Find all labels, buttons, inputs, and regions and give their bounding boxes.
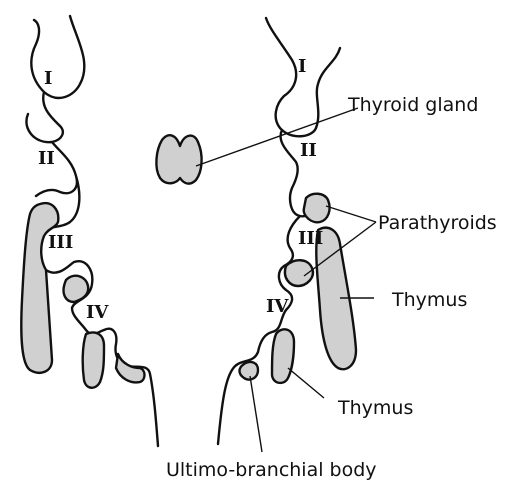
thymus-lower-label: Thymus <box>337 397 413 419</box>
left-pouch-i-label: I <box>44 68 52 89</box>
right-pouch-iv-thymus <box>272 329 294 383</box>
parathyroids-label: Parathyroids <box>378 212 497 234</box>
ultimobranchial-leader <box>250 376 262 452</box>
right-pouch-iv-label: IV <box>266 296 289 317</box>
right-pouch-i-label: I <box>298 56 306 77</box>
left-ultimobranchial <box>116 354 145 382</box>
right-pouch-iii-label: III <box>298 228 323 249</box>
thymus-lower-leader <box>288 368 324 398</box>
left-pouch-ii-label: II <box>38 148 55 169</box>
left-pouch-iv-thymus <box>83 333 104 388</box>
right-pouch-ii-label: II <box>300 140 317 161</box>
thyroid-gland-label: Thyroid gland <box>347 94 478 116</box>
right-pouch-iii-parathyroid <box>304 194 330 223</box>
thymus-upper-label: Thymus <box>391 289 467 311</box>
thyroid-gland-shape <box>156 135 201 183</box>
left-pouch-iii-thymus <box>21 203 58 373</box>
left-pouch-iii-label: III <box>48 232 73 253</box>
left-pharyngeal-wall <box>21 16 158 446</box>
right-ultimobranchial <box>240 362 259 380</box>
parathyroid-leader-upper <box>326 206 376 222</box>
ultimobranchial-label: Ultimo-branchial body <box>166 459 377 481</box>
left-pouch-iv-label: IV <box>86 302 109 323</box>
thyroid-leader <box>196 108 358 166</box>
right-pharyngeal-wall <box>218 18 356 444</box>
